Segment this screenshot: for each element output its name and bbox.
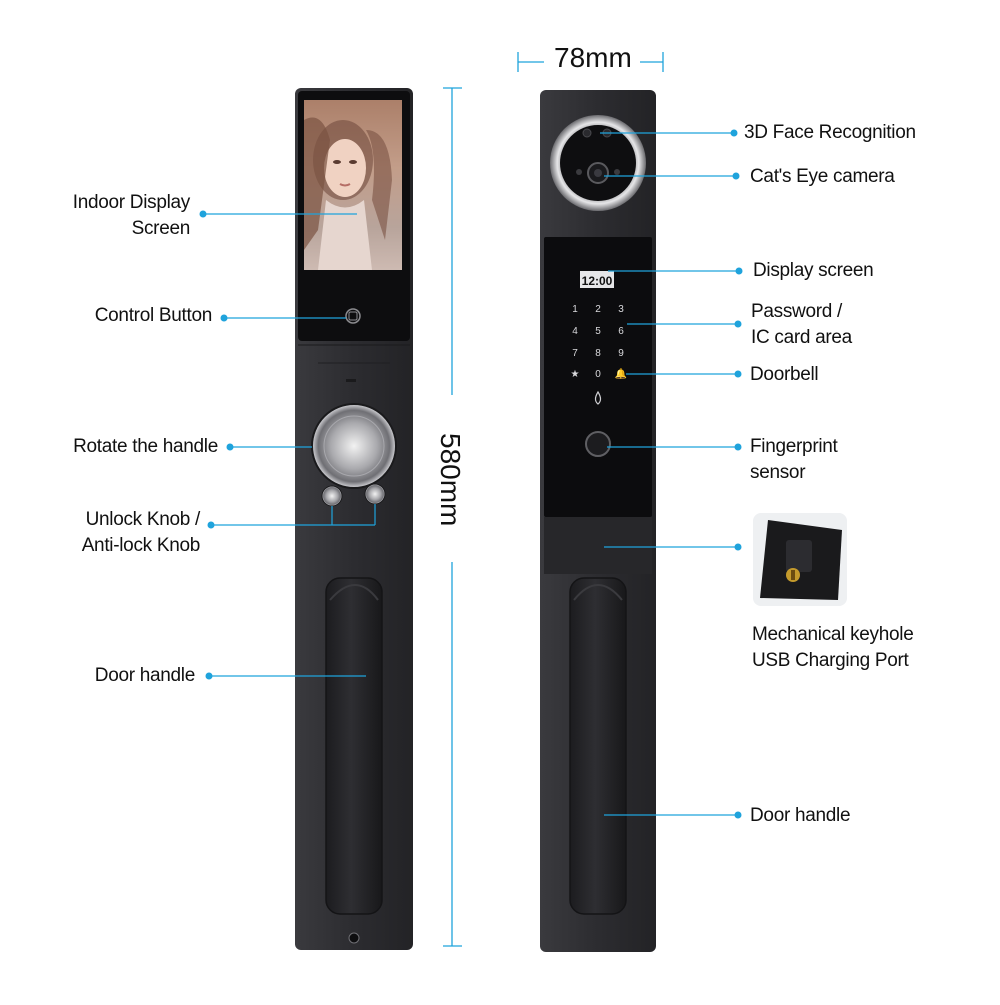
leader-dot: [207, 521, 215, 529]
keypad-key: 5: [595, 326, 601, 337]
leader-dot: [732, 172, 740, 180]
leader-dot: [730, 129, 738, 137]
control-button-icon: [345, 308, 361, 324]
outdoor-unit: 12:00 1 2 3 4 5 6 7 8 9 ★ 0 🔔: [540, 90, 656, 952]
leader-dot: [734, 370, 742, 378]
label-outdoor-door-handle: Door handle: [750, 805, 851, 826]
unlock-knob-left: [321, 485, 343, 507]
indoor-unit: [295, 88, 413, 950]
label-display-screen: Display screen: [753, 260, 874, 281]
leader-dot: [199, 210, 207, 218]
width-dimension: [517, 52, 664, 72]
keypad-keys: 1 2 3 4 5 6 7 8 9 ★ 0 🔔: [571, 304, 628, 380]
label-indoor-display: Indoor Display Screen: [72, 192, 191, 239]
lock-display-time: 12:00: [582, 274, 613, 288]
leader-dot: [734, 443, 742, 451]
lock-display-screen: [580, 271, 614, 288]
keypad-key: 9: [618, 348, 624, 359]
keypad-key: 🔔: [615, 368, 627, 380]
label-password-ic: Password / IC card area: [751, 301, 852, 348]
leader-dot: [734, 543, 742, 551]
leader-dot: [226, 443, 234, 451]
label-fingerprint: Fingerprint sensor: [750, 436, 838, 483]
keypad-key: 2: [595, 304, 601, 315]
leader-dot: [220, 314, 228, 322]
indoor-keyhole-icon: [348, 932, 360, 944]
keypad-key: 3: [618, 304, 624, 315]
keypad-key: ★: [571, 369, 580, 380]
leader-dot: [205, 672, 213, 680]
keyhole-inset-image: [753, 513, 847, 606]
label-indoor-door-handle: Door handle: [94, 665, 196, 686]
height-dimension: [443, 87, 462, 947]
keypad-key: 0: [595, 369, 601, 380]
leader-lines: [199, 129, 743, 819]
indoor-door-handle: [325, 577, 383, 915]
face-portrait-image: [304, 100, 402, 270]
unlock-knob-right: [364, 483, 386, 505]
keypad-key: 8: [595, 348, 601, 359]
label-unlock-knob: Unlock Knob / Anti-lock Knob: [81, 509, 201, 556]
outdoor-door-handle: [569, 577, 627, 915]
leader-dot: [734, 811, 742, 819]
keypad-key: 1: [572, 304, 578, 315]
leader-dot: [735, 267, 743, 275]
label-rotate-handle: Rotate the handle: [73, 436, 218, 457]
label-cats-eye: Cat's Eye camera: [750, 166, 895, 187]
label-doorbell: Doorbell: [750, 364, 819, 385]
label-control-button: Control Button: [94, 305, 213, 326]
drop-icon: [594, 390, 602, 405]
leader-dot: [734, 320, 742, 328]
label-keyhole-usb: Mechanical keyhole USB Charging Port: [752, 624, 914, 671]
fingerprint-sensor: [585, 431, 611, 457]
width-dimension-label: 78mm: [554, 42, 632, 73]
keyhole-cover: [544, 517, 652, 574]
rotate-handle-knob: [311, 403, 397, 489]
keypad-key: 7: [572, 348, 578, 359]
face-recognition-sensor-icon: [582, 128, 592, 138]
height-dimension-label: 580mm: [435, 433, 466, 527]
label-face-recognition: 3D Face Recognition: [744, 122, 916, 143]
keypad-key: 4: [572, 326, 578, 337]
keypad-key: 6: [618, 326, 624, 337]
